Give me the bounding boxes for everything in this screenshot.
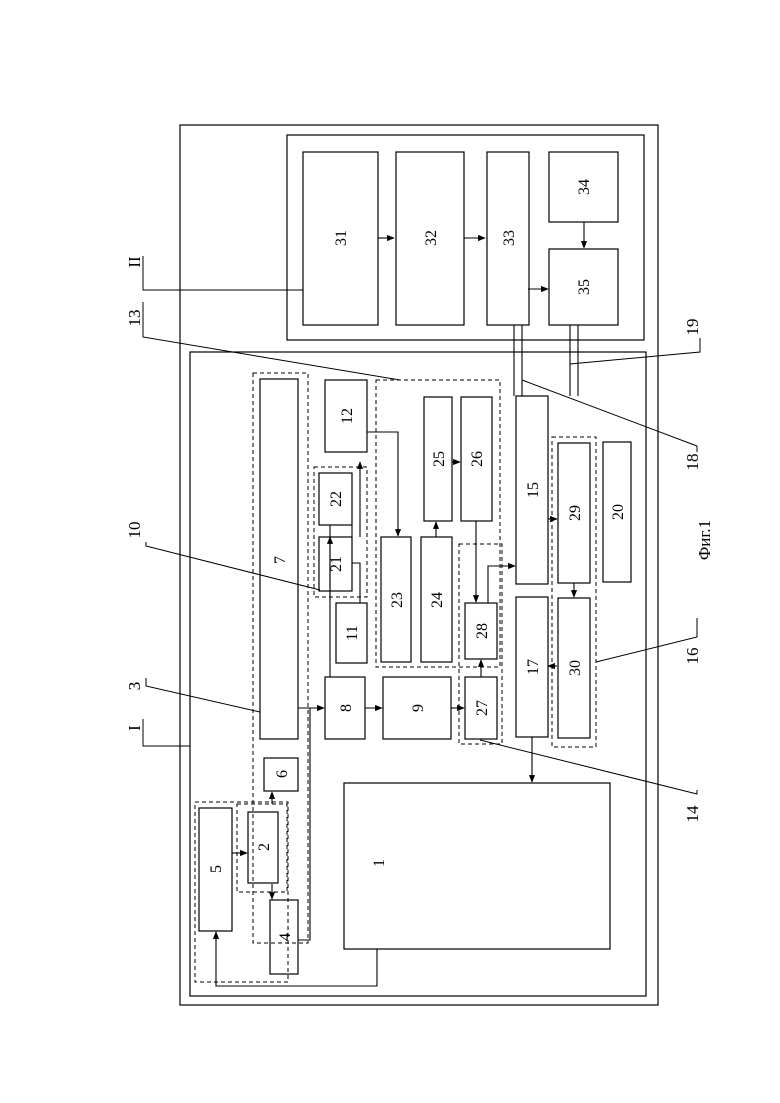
label-25: 25 [431, 451, 448, 467]
figure-caption: Фиг.1 [695, 520, 714, 560]
label-6: 6 [274, 770, 291, 778]
label-33: 33 [501, 230, 518, 246]
label-16: 16 [683, 648, 702, 665]
group-7 [253, 373, 308, 943]
label-17: 17 [525, 659, 542, 675]
label-20: 20 [610, 504, 627, 520]
label-34: 34 [576, 179, 593, 195]
label-5: 5 [208, 865, 225, 873]
label-11: 11 [344, 625, 361, 640]
callout-lines [143, 256, 700, 794]
label-28: 28 [474, 623, 491, 639]
label-31: 31 [333, 230, 350, 246]
label-1: 1 [371, 859, 388, 867]
label-26: 26 [469, 451, 486, 467]
label-35: 35 [576, 279, 593, 295]
outer-frame [180, 125, 658, 1005]
label-8: 8 [338, 704, 355, 712]
label-18: 18 [683, 454, 702, 471]
label-30: 30 [567, 660, 584, 676]
label-4: 4 [277, 933, 294, 941]
label-24: 24 [429, 592, 446, 608]
label-9: 9 [410, 704, 427, 712]
label-II: II [125, 256, 144, 268]
label-21: 21 [328, 556, 345, 572]
label-3: 3 [125, 682, 144, 691]
label-27: 27 [474, 700, 491, 716]
label-7: 7 [272, 556, 289, 564]
label-23: 23 [389, 592, 406, 608]
label-2: 2 [256, 843, 273, 851]
label-19: 19 [683, 319, 702, 336]
label-13: 13 [125, 310, 144, 327]
label-32: 32 [423, 230, 440, 246]
label-12: 12 [339, 408, 356, 424]
label-I: I [125, 725, 144, 731]
label-10: 10 [125, 522, 144, 539]
bus-lines [514, 325, 578, 396]
group-10 [314, 467, 367, 597]
label-22: 22 [328, 491, 345, 507]
label-29: 29 [567, 505, 584, 521]
label-15: 15 [525, 482, 542, 498]
label-14: 14 [683, 805, 702, 823]
labels: 1 2 4 5 6 7 8 9 11 12 15 17 20 21 22 23 … [125, 179, 714, 941]
